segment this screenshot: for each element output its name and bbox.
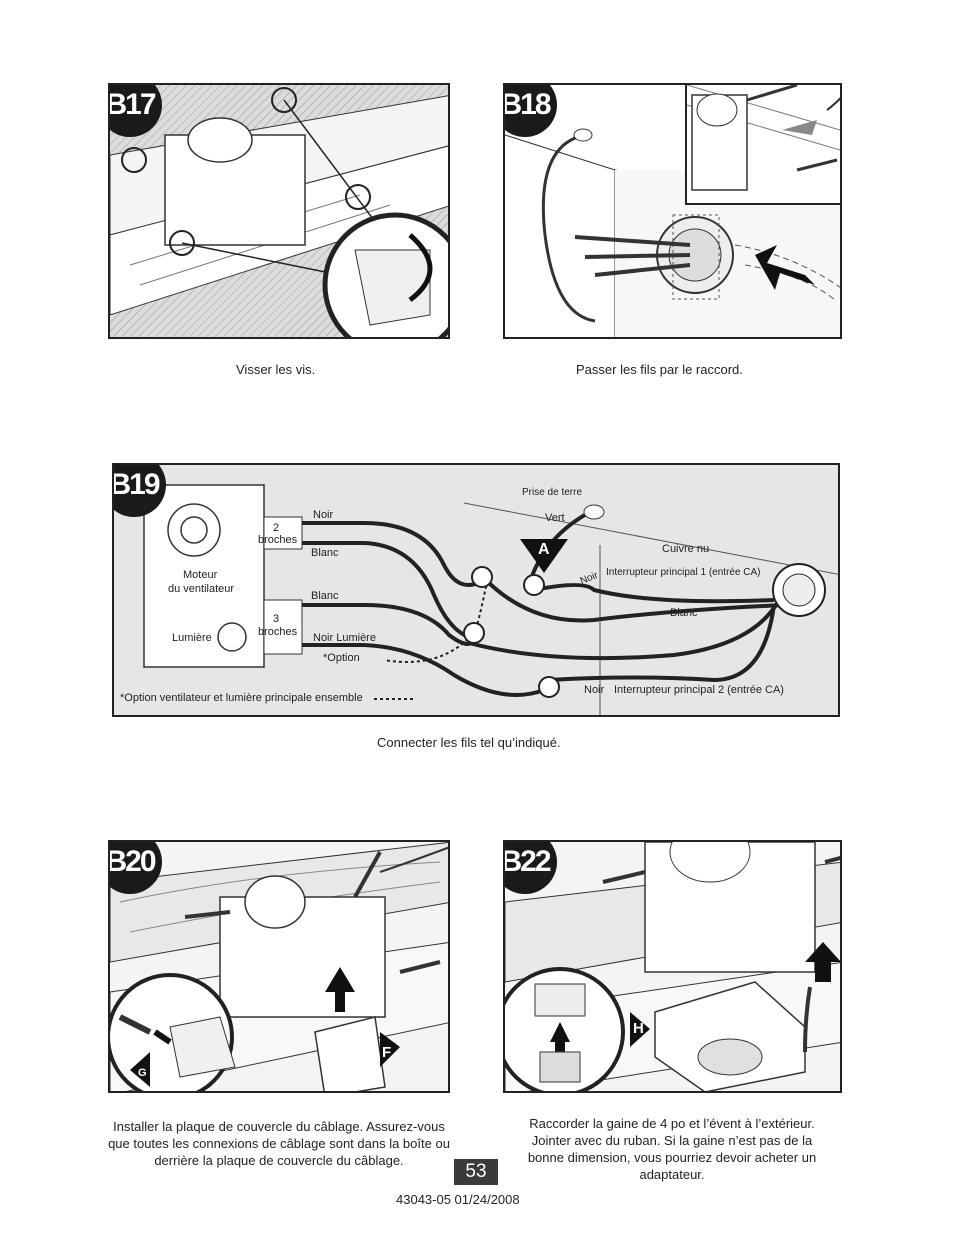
b18-caption: Passer les fils par le raccord. [576,362,743,377]
marker-h: H [633,1020,644,1037]
marker-f: F [382,1044,392,1061]
badge-label: B19 [112,468,161,501]
b19-caption: Connecter les fils tel qu’indiqué. [377,735,561,750]
b19-wires [143,484,838,715]
marker-a: A [538,541,550,558]
label-option: *Option [323,652,360,664]
label-blanc-3: Blanc [670,607,698,619]
label-blanc-2: Blanc [311,590,339,602]
label-option-note: *Option ventilateur et lumière principal… [120,692,363,704]
label-2: 2 [273,522,280,534]
marker-g: G [138,1067,147,1079]
b20-caption: Installer la plaque de couvercle du câbl… [108,1119,450,1168]
step-b17-illustration: B17 [108,83,450,339]
label-noir-1: Noir [313,509,334,521]
b20-drawing [110,842,448,1091]
step-b22-illustration: B22 H [503,840,842,1093]
label-moteur: Moteur [183,569,218,581]
label-blanc-1: Blanc [311,547,339,559]
label-interrupteur-2: Interrupteur principal 2 (entrée CA) [614,684,784,696]
step-badge-b20: B20 [108,842,162,894]
label-cuivre-nu: Cuivre nu [662,543,710,555]
step-b18-illustration: B18 [503,83,842,339]
step-b19-wiring-diagram: B19 Moteur du ventilateur Lumière 2 broc… [112,463,840,717]
step-b20-illustration: B20 F G [108,840,450,1093]
badge-label: B20 [108,845,157,878]
label-vert: Vert [545,512,565,524]
label-3: 3 [273,613,280,625]
document-code: 43043-05 01/24/2008 [396,1192,520,1207]
badge-label: B22 [503,845,552,878]
page-number: 53 [454,1159,498,1185]
b17-caption: Visser les vis. [236,362,316,377]
b18-inset-drawing [687,85,840,191]
label-interrupteur-1: Interrupteur principal 1 (entrée CA) [606,567,761,578]
label-du-ventilateur: du ventilateur [168,583,235,595]
label-noir-lumiere: Noir Lumière [313,632,376,644]
b22-caption: Raccorder la gaine de 4 po et l’évent à … [527,1116,817,1182]
badge-label: B17 [108,88,157,121]
label-prise-de-terre: Prise de terre [522,487,583,498]
label-3-broches: broches [258,626,298,638]
b18-inset [685,85,840,205]
badge-label: B18 [503,88,552,121]
step-badge-b17: B17 [108,85,162,137]
label-noir-2: Noir [584,684,605,696]
label-2-broches: broches [258,534,298,546]
b22-drawing [505,842,840,1091]
label-lumiere: Lumière [172,632,212,644]
b17-drawing [110,85,448,337]
